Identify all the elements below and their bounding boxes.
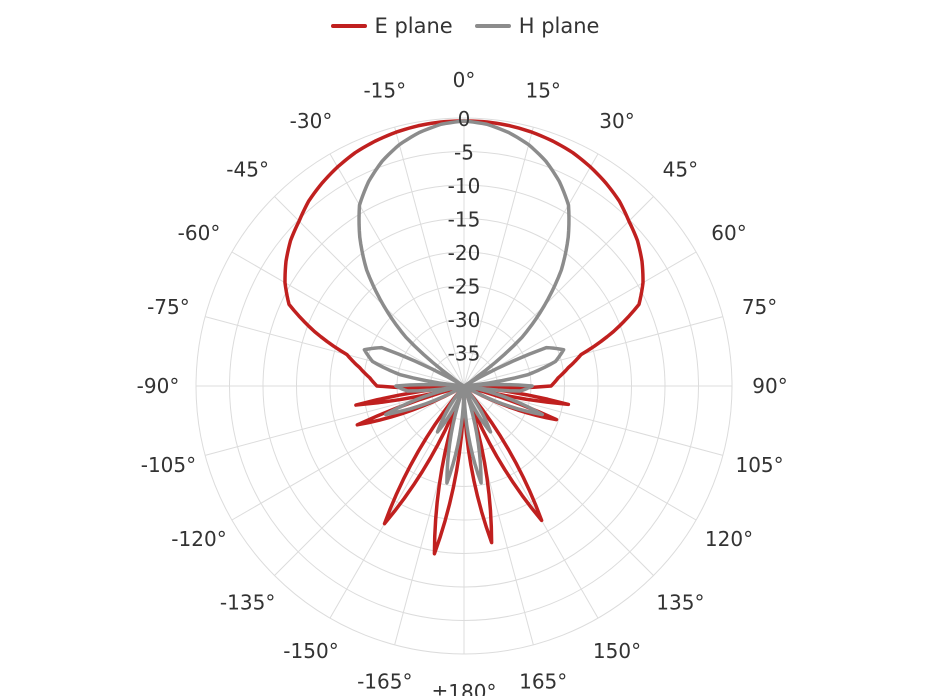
grid-spoke <box>463 251 697 387</box>
legend: E plane H plane <box>0 14 930 38</box>
angle-tick-label: 0° <box>453 68 476 92</box>
angle-tick-label: -15° <box>363 78 406 102</box>
angle-tick-label: -60° <box>178 221 221 245</box>
grid-spoke <box>394 127 465 387</box>
angle-tick-label: 165° <box>519 670 567 694</box>
angle-tick-label: -105° <box>141 453 196 477</box>
legend-label-h-plane: H plane <box>518 14 600 38</box>
radial-tick-label: -20 <box>448 241 481 265</box>
radial-tick-label: 0 <box>458 107 471 131</box>
angle-tick-label: -150° <box>283 639 338 663</box>
angle-tick-label: ±180° <box>432 680 497 696</box>
angle-tick-label: -120° <box>171 527 226 551</box>
radial-tick-label: -5 <box>454 141 474 165</box>
angle-tick-label: 120° <box>705 527 753 551</box>
angle-tick-label: -165° <box>357 670 412 694</box>
angle-tick-label: 30° <box>599 109 634 133</box>
radial-tick-label: -15 <box>448 208 481 232</box>
legend-label-e-plane: E plane <box>374 14 453 38</box>
angle-tick-label: -90° <box>137 374 180 398</box>
radial-tick-label: -10 <box>448 174 481 198</box>
legend-item-h-plane: H plane <box>474 14 600 38</box>
grid-spoke <box>463 196 654 387</box>
grid-spoke <box>231 251 465 387</box>
angle-tick-label: -75° <box>147 295 190 319</box>
grid-spoke <box>274 385 465 576</box>
radial-tick-label: -25 <box>448 275 481 299</box>
grid-spoke <box>463 385 697 521</box>
grid-spoke <box>463 127 534 387</box>
grid-spoke <box>205 316 465 387</box>
grid-spoke <box>463 153 599 387</box>
radial-tick-label: -30 <box>448 308 481 332</box>
grid-spoke <box>274 196 465 387</box>
series-line-h-plane <box>357 119 571 485</box>
grid-spoke <box>329 153 465 387</box>
radial-tick-label: -35 <box>448 342 481 366</box>
angle-tick-label: -135° <box>220 590 275 614</box>
grid-spoke <box>463 316 723 387</box>
angle-tick-label: 135° <box>656 590 704 614</box>
angle-tick-label: 90° <box>752 374 787 398</box>
legend-item-e-plane: E plane <box>330 14 453 38</box>
angle-tick-label: 15° <box>525 78 560 102</box>
legend-swatch-e-plane <box>330 24 367 28</box>
angle-tick-label: 105° <box>735 453 783 477</box>
grid-spoke <box>231 385 465 521</box>
grid-spoke <box>463 385 654 576</box>
angle-tick-label: 150° <box>593 639 641 663</box>
angle-tick-label: 60° <box>711 221 746 245</box>
angle-tick-label: -45° <box>226 158 269 182</box>
legend-swatch-h-plane <box>474 24 511 28</box>
angle-tick-label: -30° <box>290 109 333 133</box>
angle-tick-label: 75° <box>742 295 777 319</box>
angle-tick-label: 45° <box>663 158 698 182</box>
